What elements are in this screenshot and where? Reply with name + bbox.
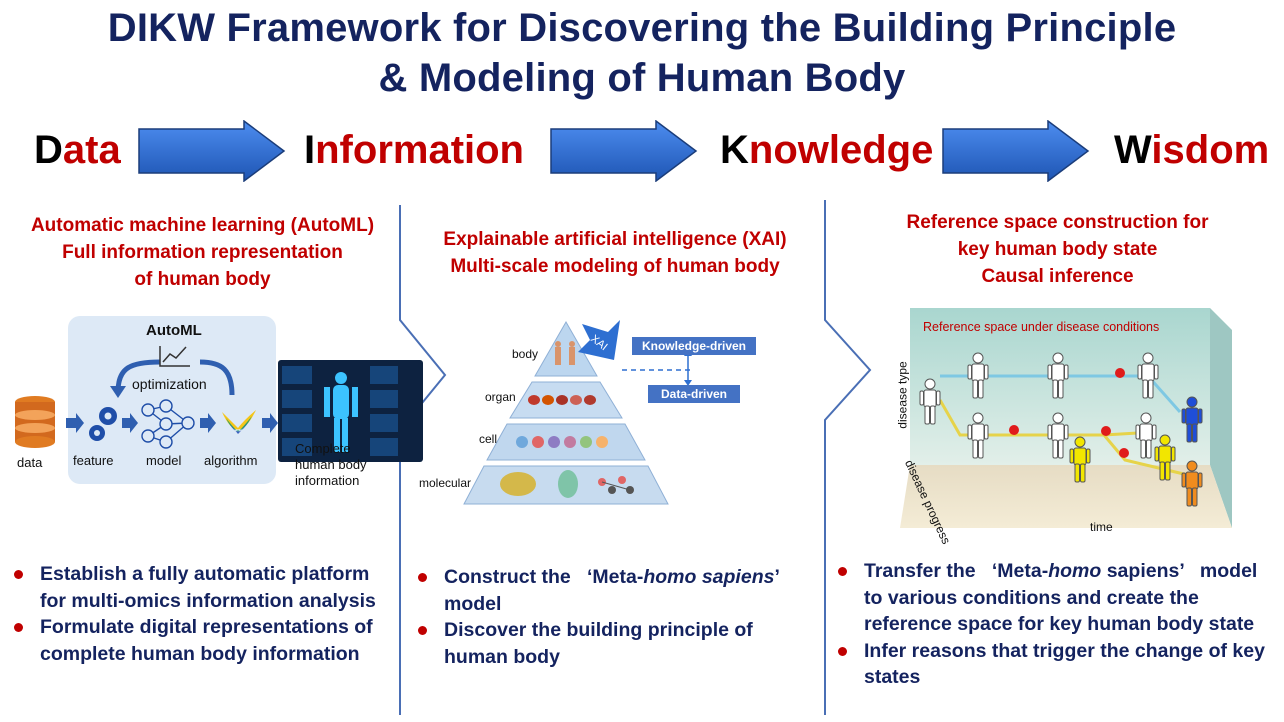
level-organ: organ (485, 390, 516, 404)
right-bullets: Transfer the ‘Meta-homo sapiens’ model t… (838, 558, 1278, 691)
automl-title: AutoML (146, 322, 202, 339)
surface-plot-icon (222, 410, 256, 434)
reference-space-title: Reference space under disease conditions (923, 320, 1160, 334)
level-body: body (512, 347, 539, 361)
label-optimization: optimization (132, 376, 207, 392)
label-data: data (17, 455, 43, 470)
level-molecular: molecular (419, 476, 472, 490)
left-heading: Automatic machine learning (AutoML) Full… (10, 212, 395, 293)
column-divider-right (824, 200, 872, 715)
right-heading-line-3: Causal inference (981, 266, 1134, 287)
knowledge-driven-box: Knowledge-driven (632, 337, 756, 355)
label-algorithm: algorithm (204, 453, 258, 468)
flow-arrow-icon (122, 413, 138, 433)
human-body-dashboard-image (278, 360, 423, 462)
stage-data: Data (34, 128, 121, 172)
left-heading-line-1: Automatic machine learning (AutoML) (30, 215, 375, 236)
middle-heading-line-1: Explainable artificial intelligence (XAI… (443, 229, 787, 250)
level-cell: cell (479, 432, 498, 446)
database-icon (15, 396, 55, 448)
xai-arrow (578, 320, 620, 360)
flow-arrow-icon (200, 413, 216, 433)
multiscale-pyramid (463, 320, 692, 505)
bullet-item: Infer reasons that trigger the change of… (838, 638, 1278, 691)
bullet-item: Formulate digital representations of com… (14, 614, 394, 667)
middle-heading: Explainable artificial intelligence (XAI… (410, 226, 820, 280)
column-divider-left (399, 205, 447, 715)
right-heading-line-1: Reference space construction for (906, 212, 1209, 233)
axis-time: time (1090, 520, 1113, 534)
title-line-1: DIKW Framework for Discovering the Build… (107, 6, 1177, 50)
stage-knowledge: Knowledge (720, 128, 934, 172)
stage-arrow-3 (942, 120, 1090, 182)
label-model: model (146, 453, 182, 468)
middle-bullets: Construct the ‘Meta-homo sapiens’ model … (418, 564, 813, 670)
bullet-item: Construct the ‘Meta-homo sapiens’ model (418, 564, 813, 617)
left-heading-line-2: Full information representation (62, 242, 343, 263)
right-heading-line-2: key human body state (957, 239, 1158, 260)
flow-arrow-icon (66, 413, 84, 433)
complete-info-label: Complete human body information (295, 441, 367, 488)
left-heading-line-3: of human body (134, 269, 271, 290)
gear-icon (89, 407, 117, 441)
stage-information: Information (304, 128, 524, 172)
neural-network-icon (141, 399, 195, 449)
flow-arrow-icon (262, 413, 278, 433)
axis-disease-type: disease type (895, 361, 910, 429)
bullet-item: Establish a fully automatic platform for… (14, 561, 394, 614)
chart-icon (159, 346, 190, 367)
stage-wisdom: Wisdom (1114, 128, 1270, 172)
automl-diagram (15, 346, 278, 449)
middle-heading-line-2: Multi-scale modeling of human body (450, 256, 780, 277)
right-heading: Reference space construction for key hum… (860, 209, 1255, 290)
bullet-item: Discover the building principle of human… (418, 617, 813, 670)
title-line-2: & Modeling of Human Body (378, 56, 906, 100)
label-feature: feature (73, 453, 114, 468)
automl-panel (68, 316, 276, 484)
stage-arrow-1 (138, 120, 286, 182)
stage-arrow-2 (550, 120, 698, 182)
left-bullets: Establish a fully automatic platform for… (14, 561, 394, 667)
data-driven-box: Data-driven (648, 385, 740, 403)
bullet-item: Transfer the ‘Meta-homo sapiens’ model t… (838, 558, 1278, 638)
